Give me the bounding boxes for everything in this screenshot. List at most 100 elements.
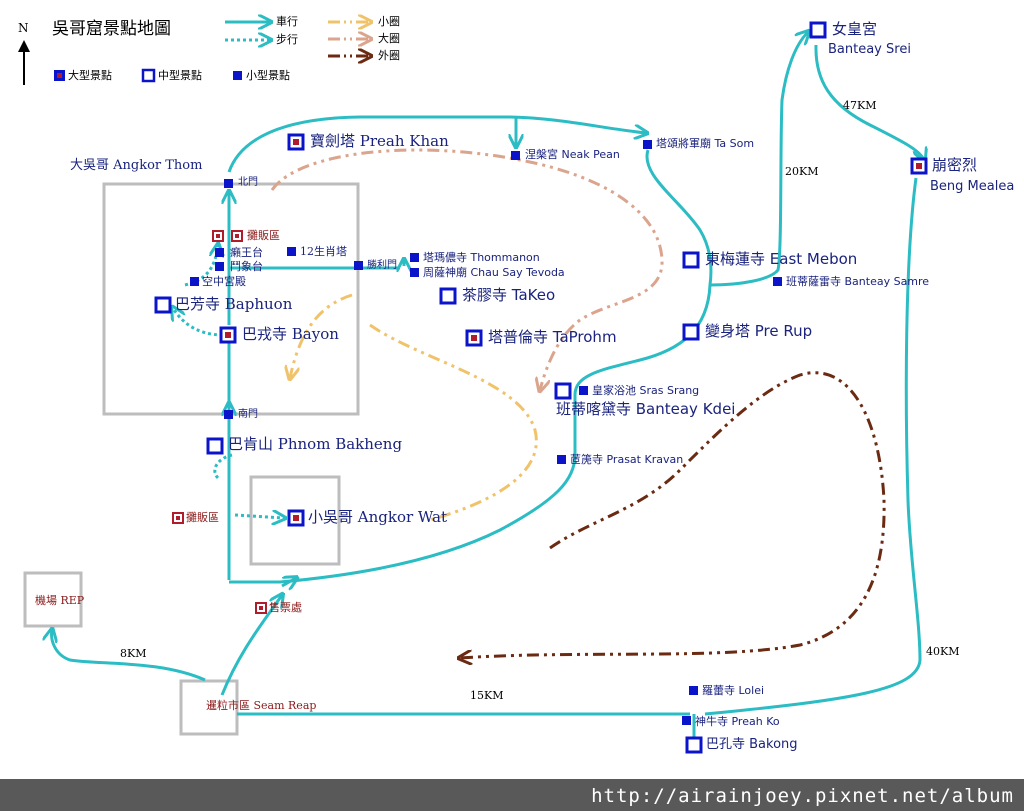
marker-lolei	[689, 686, 698, 695]
label-phnom-bakheng: 巴肯山 Phnom Bakheng	[228, 435, 403, 453]
marker-prasat-kravan	[557, 455, 566, 464]
footer-url: http://airainjoey.pixnet.net/album	[591, 785, 1014, 807]
label-banteay-srei-en: Banteay Srei	[828, 42, 911, 57]
label-north-gate: 北門	[238, 177, 258, 188]
marker-pre-rup	[682, 323, 700, 341]
footer-bar: http://airainjoey.pixnet.net/album	[0, 779, 1024, 811]
marker-banteay-samre	[773, 277, 782, 286]
label-east-mebon: 東梅蓮寺 East Mebon	[705, 250, 858, 268]
marker-south-gate	[224, 410, 233, 419]
label-angkor-thom: 大吳哥 Angkor Thom	[70, 158, 203, 173]
marker-elephants	[215, 262, 224, 271]
legend-grand-circuit: 大圈	[378, 32, 400, 45]
marker-phnom-bakheng	[206, 437, 224, 455]
legend-large-site: 大型景點	[68, 69, 112, 82]
label-neak-pean: 涅槃宮 Neak Pean	[525, 148, 620, 161]
label-elephants: 鬥象台	[230, 260, 263, 273]
marker-thommanon	[410, 253, 419, 262]
marker-chau-say	[410, 268, 419, 277]
small-circuit-route	[290, 293, 353, 378]
marker-preah-khan	[287, 133, 305, 151]
label-pre-rup: 變身塔 Pre Rup	[705, 322, 813, 340]
distance-47km: 47KM	[843, 99, 876, 112]
label-lolei: 羅蕾寺 Lolei	[702, 684, 765, 697]
marker-phimeanakas	[190, 277, 199, 286]
label-ta-som: 塔頌將軍廟 Ta Som	[656, 137, 755, 150]
distance-40km: 40KM	[926, 645, 959, 658]
label-ticket-office: 售票處	[269, 601, 302, 614]
label-prasat-kravan: 茝箎寺 Prasat Kravan	[570, 453, 684, 466]
legend-walk: 步行	[276, 33, 298, 46]
label-vendor-area-2: 攤販區	[186, 511, 219, 524]
label-banteay-kdei: 班蒂喀黛寺 Banteay Kdei	[556, 400, 736, 418]
distance-8km: 8KM	[120, 647, 146, 660]
label-leper-king: 癩王台	[230, 246, 263, 259]
label-prasat-suor-prat: 12生肖塔	[300, 245, 347, 258]
marker-bakong	[685, 736, 703, 754]
marker-sras-srang	[579, 386, 588, 395]
north-label: N	[18, 21, 29, 35]
legend-route-samples	[225, 22, 370, 56]
drive-routes	[52, 32, 924, 738]
legend-medium-site: 中型景點	[158, 69, 202, 82]
marker-bayon	[219, 326, 237, 344]
small-site-markers	[190, 140, 782, 725]
label-siem-reap: 暹粒市區 Seam Reap	[206, 699, 317, 712]
marker-vendor-3	[172, 512, 184, 524]
label-sras-srang: 皇家浴池 Sras Srang	[592, 384, 700, 397]
label-bayon: 巴戎寺 Bayon	[242, 325, 339, 343]
label-south-gate: 南門	[238, 409, 258, 420]
label-phimeanakas: 空中宮殿	[202, 275, 246, 288]
marker-takeo	[439, 287, 457, 305]
label-preah-ko: 神牛寺 Preah Ko	[695, 715, 780, 728]
legend-outer-circuit: 外圈	[378, 49, 400, 62]
marker-east-mebon	[682, 251, 700, 269]
legend-drive: 車行	[276, 15, 298, 28]
outer-circuit-route	[460, 371, 886, 658]
label-beng-mealea-en: Beng Mealea	[930, 179, 1015, 194]
vendor-markers	[172, 230, 267, 614]
label-thommanon: 塔瑪儂寺 Thommanon	[423, 251, 540, 264]
label-angkor-wat: 小吳哥 Angkor Wat	[308, 508, 448, 526]
marker-banteay-srei	[809, 21, 827, 39]
marker-banteay-kdei	[554, 382, 572, 400]
label-baphuon: 巴芳寺 Baphuon	[175, 295, 293, 313]
marker-vendor-1	[212, 230, 224, 242]
label-ta-prohm: 塔普倫寺 TaProhm	[488, 328, 617, 346]
large-site-markers	[219, 133, 928, 527]
marker-ticket-office	[255, 602, 267, 614]
legend-small-site: 小型景點	[246, 69, 290, 82]
marker-vendor-2	[231, 230, 243, 242]
legend-marker-samples	[54, 68, 242, 83]
distance-20km: 20KM	[785, 165, 818, 178]
grand-circuit-route	[270, 148, 664, 390]
small-circuit-route-2	[369, 323, 538, 522]
marker-prasat-suor-prat	[287, 247, 296, 256]
label-airport: 機場 REP	[35, 594, 85, 607]
label-vendor-area-1: 攤販區	[247, 229, 280, 242]
marker-ta-prohm	[465, 329, 483, 347]
label-beng-mealea-cn: 崩密烈	[932, 156, 978, 174]
label-banteay-srei-cn: 女皇宮	[832, 20, 878, 38]
label-takeo: 茶膠寺 TaKeo	[462, 286, 556, 304]
north-arrow-icon	[18, 40, 30, 85]
marker-baphuon	[154, 296, 172, 314]
medium-site-markers	[154, 21, 827, 754]
label-banteay-samre: 班蒂薩雷寺 Banteay Samre	[786, 275, 930, 288]
legend-small-circuit: 小圈	[378, 15, 400, 28]
marker-preah-ko	[682, 716, 691, 725]
label-preah-khan: 寶劍塔 Preah Khan	[310, 132, 449, 150]
label-victory-gate: 勝利門	[367, 260, 397, 271]
label-bakong: 巴孔寺 Bakong	[706, 737, 798, 752]
marker-beng-mealea	[910, 157, 928, 175]
marker-neak-pean	[511, 151, 520, 160]
marker-ta-som	[643, 140, 652, 149]
label-chau-say: 周薩神廟 Chau Say Tevoda	[423, 266, 565, 279]
marker-north-gate	[224, 179, 233, 188]
distance-15km: 15KM	[470, 689, 503, 702]
marker-victory-gate	[354, 261, 363, 270]
map-title: 吳哥窟景點地圖	[52, 19, 171, 39]
marker-angkor-wat	[287, 509, 305, 527]
marker-leper-king	[215, 248, 224, 257]
